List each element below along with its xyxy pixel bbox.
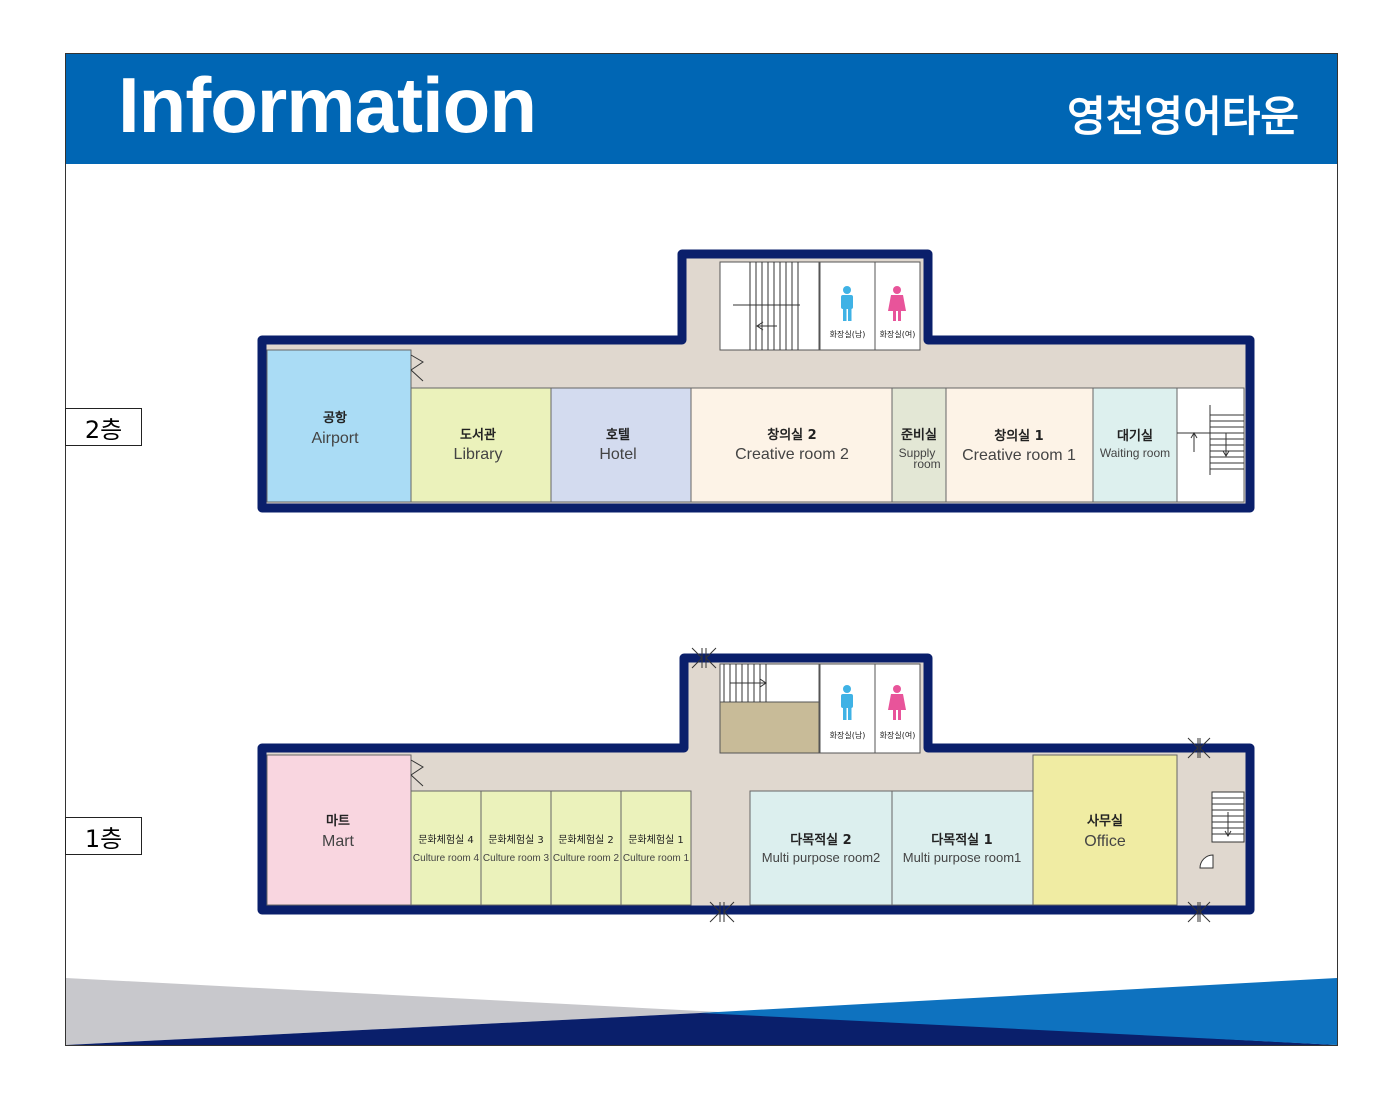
room-label-en: Creative room 2 <box>735 446 849 463</box>
room-label-en: Culture room 3 <box>483 853 550 864</box>
room-multi-2 <box>749 790 893 906</box>
room-label-kr: 창의실 2 <box>767 427 816 443</box>
room-waiting <box>1092 387 1178 503</box>
room-multi-1 <box>891 790 1034 906</box>
footer-decoration <box>66 978 1337 1045</box>
room-creative-2 <box>690 387 893 503</box>
room-label-en: Office <box>1084 833 1126 850</box>
male-restroom-label: 화장실(남) <box>830 329 866 339</box>
room-mart <box>266 754 412 906</box>
floor-1-plan: 화장실(남) 화장실(여) 마트 <box>257 647 1255 923</box>
room-supply <box>891 387 947 503</box>
room-label-kr: 다목적실 2 <box>790 832 851 848</box>
female-restroom-label: 화장실(여) <box>880 329 916 339</box>
room-culture-3 <box>480 790 552 906</box>
room-culture-1 <box>620 790 692 906</box>
room-label-kr: 준비실 <box>901 427 937 443</box>
room-label-kr: 호텔 <box>606 428 630 443</box>
room-label-en: Multi purpose room2 <box>762 850 881 865</box>
female-restroom-icon <box>888 286 906 321</box>
room-creative-1 <box>945 387 1094 503</box>
room-label-en: Culture room 1 <box>623 853 690 864</box>
room-culture-4 <box>410 790 482 906</box>
room-label-kr: 문화체험실 4 <box>418 834 474 846</box>
room-label-kr: 대기실 <box>1117 428 1153 444</box>
male-restroom-icon <box>841 685 853 720</box>
male-restroom-icon <box>841 286 853 321</box>
room-label-en: Waiting room <box>1100 446 1170 460</box>
room-label-kr: 문화체험실 3 <box>488 834 544 846</box>
room-hotel <box>550 387 692 503</box>
room-label-kr: 도서관 <box>460 427 496 443</box>
male-restroom-label: 화장실(남) <box>830 730 866 740</box>
room-label-kr: 공항 <box>323 410 347 426</box>
room-airport <box>266 349 412 503</box>
room-label-kr: 문화체험실 1 <box>628 834 684 846</box>
room-label-en: Supply <box>899 446 936 460</box>
room-label-en: Culture room 2 <box>553 853 620 864</box>
page-title: Information <box>118 61 537 149</box>
room-label-en: Hotel <box>599 446 636 463</box>
room-label-en: Multi purpose room1 <box>903 850 1022 865</box>
female-restroom-label: 화장실(여) <box>880 730 916 740</box>
header-bar: Information 영천영어타운 <box>66 54 1337 164</box>
room-label-kr: 창의실 1 <box>994 428 1043 444</box>
room-label-en: Airport <box>311 430 359 447</box>
room-label-kr: 마트 <box>326 813 350 829</box>
room-label-en-2: room <box>913 457 940 471</box>
floor-1-label: 1층 <box>65 817 142 855</box>
room-label-en: Culture room 4 <box>413 853 480 864</box>
room-label-en: Library <box>454 446 503 463</box>
door-icons <box>691 647 1211 923</box>
room-label-en: Creative room 1 <box>962 447 1076 464</box>
room-label-kr: 문화체험실 2 <box>558 834 614 846</box>
room-label-en: Mart <box>322 833 355 850</box>
room-office <box>1032 754 1178 906</box>
floor-2-label: 2층 <box>65 408 142 446</box>
room-library <box>410 387 552 503</box>
brand-name: 영천영어타운 <box>1067 92 1299 141</box>
room-label-kr: 사무실 <box>1087 813 1123 829</box>
floor-2-plan: 화장실(남) 화장실(여) 공항 Airport 도서관 Library <box>257 249 1255 513</box>
room-culture-2 <box>550 790 622 906</box>
female-restroom-icon <box>888 685 906 720</box>
room-label-kr: 다목적실 1 <box>931 832 992 848</box>
